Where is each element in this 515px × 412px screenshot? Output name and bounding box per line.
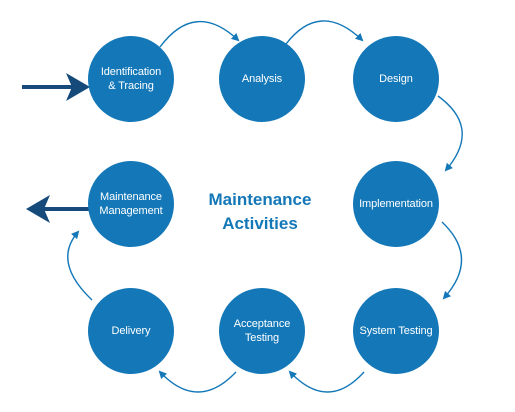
connector-delivery-to-management: [67, 230, 93, 301]
connector-identification-to-analysis: [159, 20, 240, 48]
connector-acceptance-to-delivery: [158, 370, 237, 393]
node-label: Delivery: [111, 325, 151, 337]
node-analysis: Analysis: [219, 36, 305, 122]
node-label: Implementation: [359, 198, 433, 210]
output-arrow: [26, 195, 90, 223]
node-label-line1: Acceptance: [233, 318, 291, 330]
node-system-testing: System Testing: [353, 288, 439, 374]
diagram-title-line1: Maintenance: [208, 190, 312, 209]
node-implementation: Implementation: [353, 161, 439, 247]
input-arrow: [22, 73, 90, 101]
node-label: Design: [379, 73, 413, 85]
node-delivery: Delivery: [88, 288, 174, 374]
node-maintenance-management: Maintenance Management: [88, 161, 174, 247]
node-label: System Testing: [359, 325, 433, 337]
node-design: Design: [353, 36, 439, 122]
node-label-line2: Management: [99, 205, 163, 217]
node-label-line1: Maintenance: [100, 191, 162, 203]
node-acceptance-testing: Acceptance Testing: [219, 288, 305, 374]
diagram-title-line2: Activities: [222, 214, 298, 233]
diagram-title: Maintenance Activities: [180, 188, 340, 236]
connector-implementation-to-system-testing: [441, 221, 463, 300]
connector-system-testing-to-acceptance: [288, 370, 365, 393]
connector-design-to-implementation: [437, 95, 463, 172]
node-label-line1: Identification: [100, 66, 162, 78]
connector-analysis-to-design: [285, 20, 364, 45]
node-label: Analysis: [241, 73, 283, 85]
node-label-line2: Testing: [244, 332, 280, 344]
node-identification-tracing: Identification & Tracing: [88, 36, 174, 122]
node-label-line2: & Tracing: [108, 80, 154, 92]
